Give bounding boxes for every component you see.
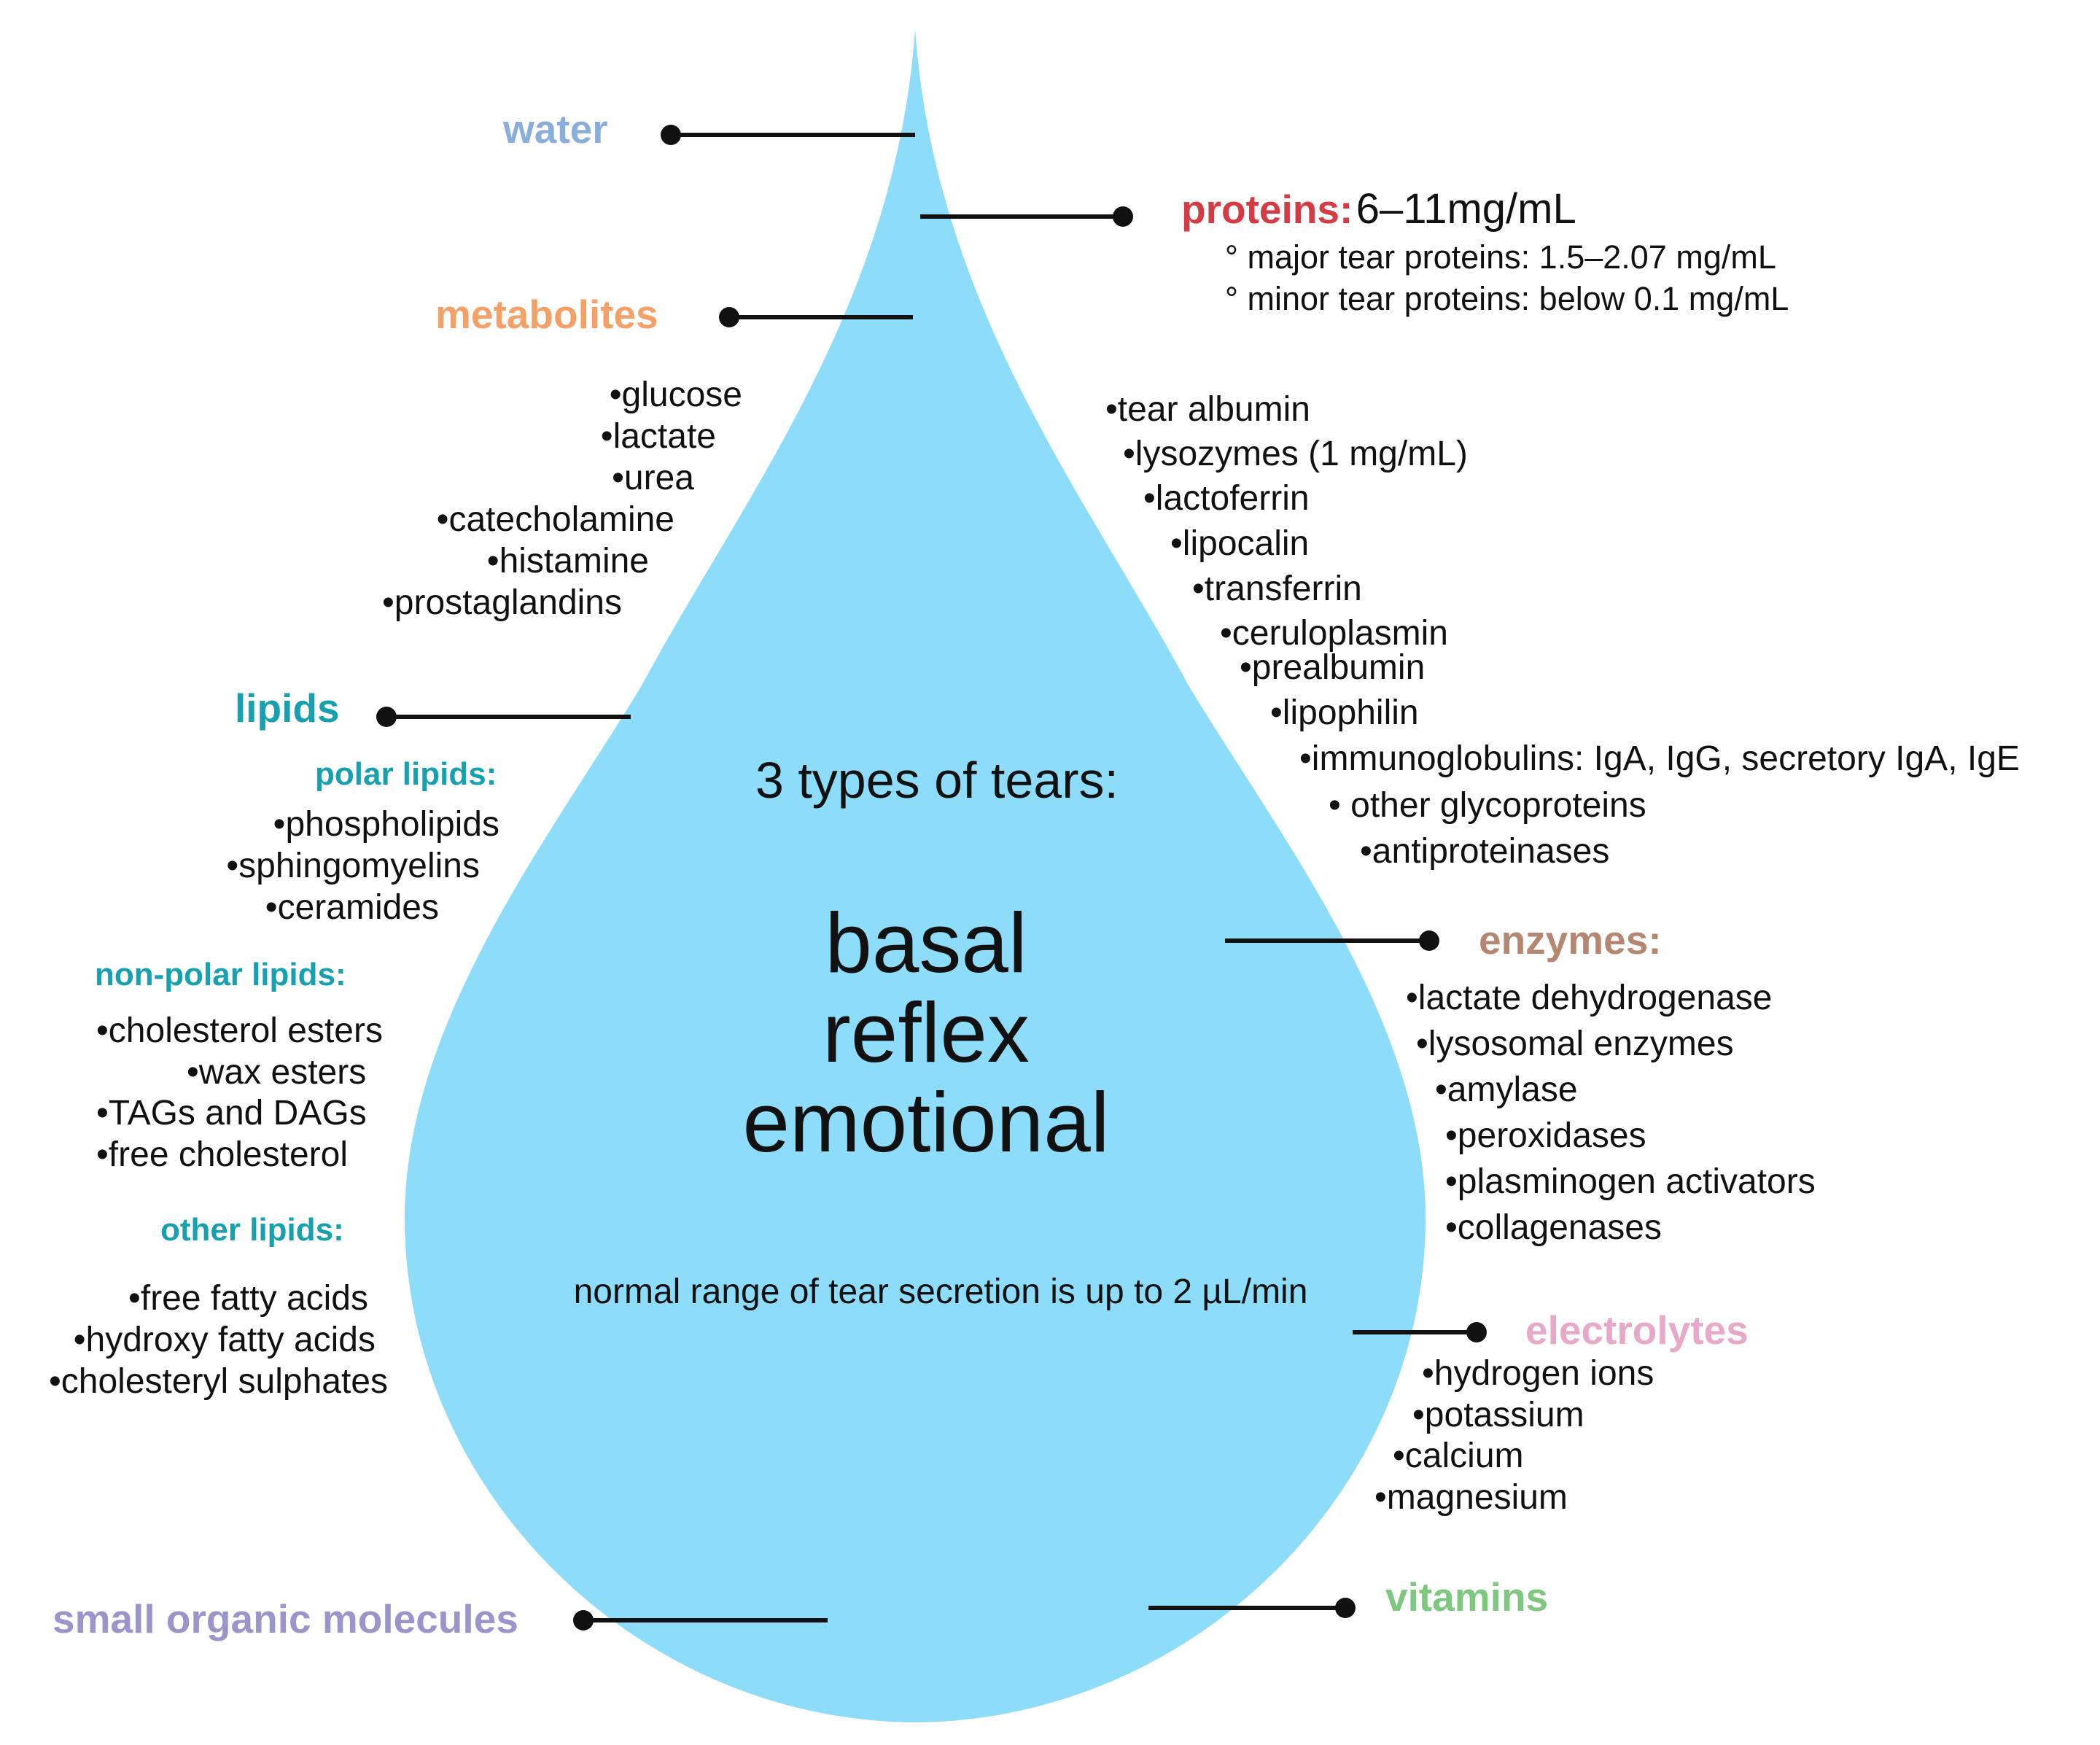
connector-dot-small-organic (573, 1610, 594, 1631)
other-lipid-item: •free fatty acids (128, 1279, 368, 1318)
protein-item: •immunoglobulins: IgA, IgG, secretory Ig… (1299, 739, 2020, 778)
tear-secretion-note: normal range of tear secretion is up to … (573, 1272, 1308, 1311)
electrolyte-item: •magnesium (1374, 1478, 1568, 1517)
protein-item: • other glycoproteins (1329, 786, 1646, 825)
other-lipid-item: •hydroxy fatty acids (73, 1321, 376, 1359)
enzyme-item: •peroxidases (1445, 1116, 1646, 1155)
tear-type-basal: basal (825, 895, 1027, 990)
nonpolar-lipids-heading: non-polar lipids: (95, 957, 346, 992)
electrolyte-item: •hydrogen ions (1422, 1354, 1654, 1393)
connector-lines (376, 125, 1487, 1631)
protein-item: •prealbumin (1240, 648, 1426, 687)
connector-dot-electrolytes (1466, 1322, 1487, 1342)
metabolite-item: •urea (612, 459, 694, 497)
tear-type-reflex: reflex (822, 985, 1030, 1080)
electrolyte-item: •calcium (1393, 1437, 1524, 1475)
nonpolar-lipid-item: •TAGs and DAGs (96, 1094, 367, 1132)
metabolite-item: •glucose (609, 376, 742, 414)
enzyme-item: •collagenases (1445, 1208, 1662, 1247)
proteins-header: proteins: 6–11mg/mL (1181, 188, 1576, 230)
protein-item: •antiproteinases (1360, 832, 1610, 871)
proteins-concentration: 6–11mg/mL (1356, 185, 1576, 233)
small-organic-molecules-label: small organic molecules (52, 1596, 518, 1641)
other-lipid-item: •cholesteryl sulphates (48, 1362, 388, 1401)
polar-lipid-item: •phospholipids (273, 805, 499, 844)
enzyme-item: •amylase (1435, 1070, 1578, 1109)
protein-item: •lipophilin (1270, 693, 1419, 732)
tear-drop-shape (405, 29, 1426, 1722)
connector-dot-proteins (1113, 206, 1133, 227)
enzyme-item: •lactate dehydrogenase (1406, 979, 1773, 1017)
tear-type-emotional: emotional (742, 1075, 1110, 1170)
proteins-detail-major: ° major tear proteins: 1.5–2.07 mg/mL (1225, 238, 1776, 276)
connector-dot-lipids (376, 707, 397, 727)
protein-item: •ceruloplasmin (1220, 614, 1448, 653)
nonpolar-lipid-item: •cholesterol esters (96, 1011, 383, 1050)
other-lipids-heading: other lipids: (160, 1212, 344, 1248)
protein-item: •tear albumin (1105, 390, 1310, 429)
nonpolar-lipid-item: •free cholesterol (96, 1135, 348, 1174)
enzyme-item: •lysosomal enzymes (1416, 1025, 1734, 1063)
tear-types-heading: 3 types of tears: (755, 752, 1119, 809)
metabolite-item: •lactate (600, 417, 716, 456)
connector-dot-enzymes (1419, 930, 1439, 951)
connector-dot-vitamins (1335, 1598, 1356, 1618)
proteins-label: proteins: (1181, 187, 1353, 232)
protein-item: •transferrin (1192, 570, 1362, 608)
proteins-detail-minor: ° minor tear proteins: below 0.1 mg/mL (1225, 280, 1789, 317)
lipids-label: lipids (235, 685, 340, 731)
metabolites-label: metabolites (435, 292, 658, 337)
polar-lipid-item: •ceramides (265, 888, 439, 927)
nonpolar-lipid-item: •wax esters (187, 1053, 367, 1092)
polar-lipids-heading: polar lipids: (315, 756, 497, 792)
enzyme-item: •plasminogen activators (1445, 1162, 1816, 1201)
water-label: water (503, 106, 608, 152)
metabolite-item: •prostaglandins (381, 583, 622, 622)
connector-dot-metabolites (719, 307, 739, 327)
electrolyte-item: •potassium (1412, 1396, 1584, 1434)
electrolytes-label: electrolytes (1525, 1307, 1749, 1353)
protein-item: •lipocalin (1170, 524, 1310, 563)
protein-item: •lysozymes (1 mg/mL) (1123, 435, 1468, 473)
enzymes-label: enzymes: (1479, 917, 1662, 963)
vitamins-label: vitamins (1385, 1574, 1549, 1620)
protein-item: •lactoferrin (1143, 479, 1310, 518)
connector-dot-water (661, 125, 681, 145)
metabolite-item: •histamine (486, 542, 649, 580)
metabolite-item: •catecholamine (436, 500, 674, 539)
polar-lipid-item: •sphingomyelins (226, 847, 480, 885)
